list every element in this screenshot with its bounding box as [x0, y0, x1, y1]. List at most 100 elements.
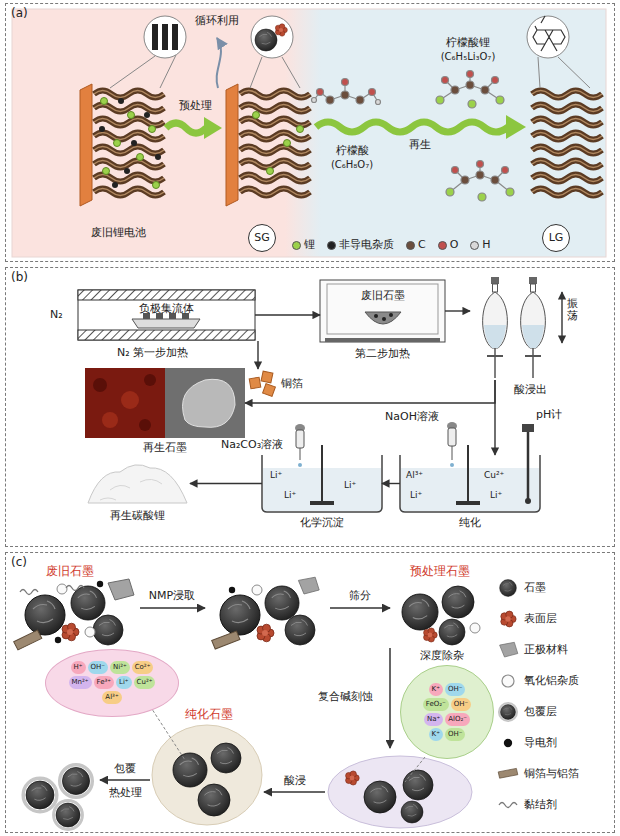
ion-label: Li⁺	[270, 470, 282, 481]
product-photo	[93, 378, 107, 392]
oven	[389, 313, 393, 317]
connector	[190, 483, 262, 484]
ion-label: K⁺	[429, 728, 443, 741]
dropper	[300, 448, 301, 460]
particle-group	[25, 595, 65, 635]
dropper	[452, 446, 453, 460]
lithium-dot	[297, 126, 304, 133]
graphite-stack	[532, 147, 602, 154]
node-text: 化学沉淀	[300, 516, 344, 529]
ph-meter	[522, 424, 534, 432]
molecule	[446, 188, 454, 196]
step-label: 深度除杂	[420, 649, 464, 662]
connector	[382, 483, 400, 484]
graphite-stack	[240, 147, 310, 154]
particle-group	[442, 586, 474, 618]
node-text: 负极集流体	[139, 302, 194, 315]
ph-meter	[525, 498, 531, 504]
oven: 废旧石墨第二步加热	[320, 280, 445, 342]
oven	[374, 314, 378, 318]
tube-furnace: 负极集流体N₂ 第一步加热	[78, 290, 255, 340]
particle-group	[424, 628, 438, 642]
sample-circle: LG	[542, 224, 570, 252]
molecule	[342, 79, 349, 86]
etched-group	[328, 756, 472, 828]
impurity-dot	[144, 112, 150, 118]
tube-furnace	[78, 290, 255, 300]
graphite-stack	[532, 105, 602, 112]
molecule	[467, 71, 474, 78]
callout-circle	[251, 16, 293, 58]
oven	[365, 312, 401, 324]
process-arrow	[506, 115, 526, 139]
step-label: 热处理	[109, 786, 142, 799]
molecule	[312, 71, 515, 202]
impurity-dot	[118, 98, 124, 104]
legend-text: 正极材料	[524, 643, 568, 656]
graphite-stack	[94, 91, 164, 98]
panel-a-ground	[12, 9, 606, 257]
separatory-funnel	[483, 277, 508, 378]
copper-foil	[249, 377, 261, 389]
callout-circle	[527, 16, 569, 58]
graphite-stack	[240, 175, 310, 182]
purified-group	[198, 784, 230, 816]
ion-label: Co²⁺	[132, 661, 154, 674]
copper-foil	[249, 371, 275, 396]
legend-swatch	[438, 241, 447, 250]
particle-group	[20, 590, 38, 595]
graphite-stack	[94, 105, 164, 112]
oven	[382, 317, 386, 321]
legend-text: 石墨	[524, 581, 546, 594]
callout-circle	[558, 57, 590, 88]
impurity-dot	[155, 154, 161, 160]
ion-label: Li⁺	[284, 490, 296, 501]
etched-group	[328, 756, 472, 828]
lithium-dot	[284, 140, 291, 147]
panel-frame: (a)SGLG	[5, 3, 615, 262]
callout-circle	[172, 24, 178, 50]
graphite-stack	[240, 133, 310, 140]
step-label: 包覆	[114, 762, 136, 775]
callout-circle	[533, 16, 565, 51]
legend-swatch	[499, 703, 517, 721]
step-label: 酸浸	[284, 774, 306, 787]
legend-text: 表面层	[524, 612, 557, 625]
purified-group	[152, 725, 262, 825]
legend-text: 锂	[304, 238, 315, 251]
current-collector	[80, 84, 92, 206]
particle-group	[265, 586, 299, 620]
step-label: 铜箔	[281, 377, 303, 390]
ion-label: Li⁺	[490, 490, 502, 501]
step-label: 柠檬酸	[336, 144, 369, 157]
ion-label: Fe³⁺	[94, 676, 114, 689]
leader-line	[405, 757, 425, 782]
coated-group	[60, 765, 93, 798]
stirrer	[456, 501, 480, 505]
etched-group	[346, 771, 360, 785]
step-label: 柠檬酸锂	[446, 36, 490, 49]
ion-label: OH⁻	[445, 728, 465, 741]
process-arrow	[316, 122, 508, 132]
particle-group	[220, 595, 260, 635]
legend-swatch	[498, 768, 518, 778]
molecule	[506, 188, 514, 196]
graphite-stack	[240, 161, 310, 168]
ion-label: K⁺	[429, 683, 443, 696]
recycle-arrow	[217, 38, 221, 88]
sample-circle: SG	[248, 224, 276, 252]
node-text: LG	[549, 231, 564, 244]
callout-circle	[160, 55, 176, 88]
molecule	[481, 86, 489, 94]
legend-swatch	[500, 642, 518, 657]
flow-arrow	[257, 341, 258, 369]
molecule	[312, 98, 317, 103]
legend-swatch	[502, 675, 514, 687]
particle-group	[55, 637, 61, 643]
ion-label: Li⁺	[344, 480, 356, 491]
oven	[320, 280, 445, 342]
dropper	[448, 428, 456, 446]
ion-label: AlO₂⁻	[445, 713, 470, 726]
etched-group	[401, 801, 423, 823]
product-photo	[183, 379, 236, 427]
